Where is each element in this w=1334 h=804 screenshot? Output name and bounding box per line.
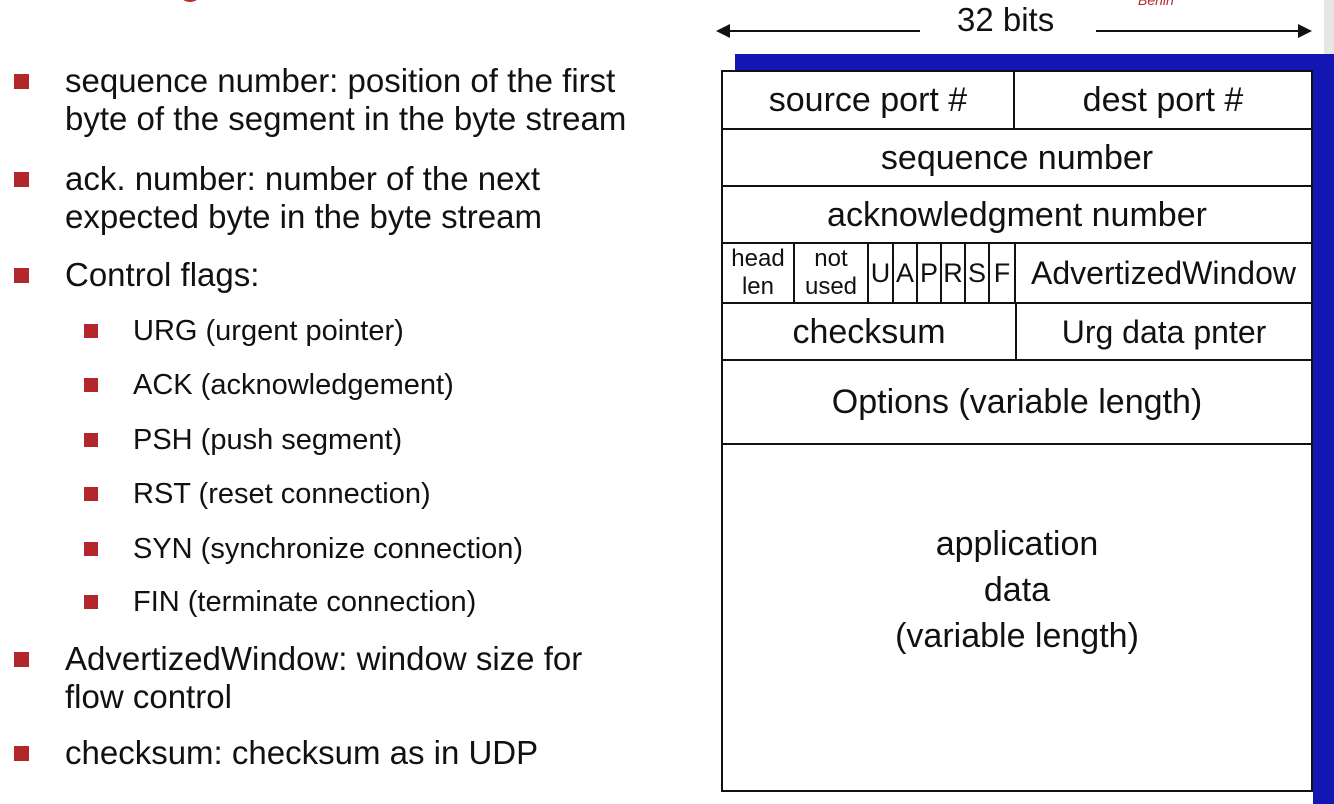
field-options: Options (variable length) (831, 383, 1203, 421)
field-sequence-number: sequence number (880, 138, 1154, 177)
bullet-text: checksum: checksum as in UDP (65, 734, 539, 771)
width-arrow-line-left (726, 30, 920, 32)
bullet-square-icon (84, 542, 98, 556)
bit-width-label: 32 bits (957, 1, 1055, 38)
width-arrow-line-right (1096, 30, 1302, 32)
bullet-text: ack. number: number of the next expected… (65, 160, 542, 235)
bullet-square-icon (84, 487, 98, 501)
bullet-text: sequence number: position of the first b… (65, 62, 627, 137)
bullet-text: ACK (acknowledgement) (133, 369, 454, 401)
title-glyph (178, 0, 202, 2)
field-urg-pointer: Urg data pnter (1061, 313, 1267, 350)
bullet-square-icon (84, 595, 98, 609)
field-checksum: checksum (723, 304, 1017, 359)
field-application-data: application data (variable length) (895, 525, 1139, 655)
field-not-used: not used (795, 244, 869, 302)
bullet-text: Control flags: (65, 256, 260, 293)
bullet-square-icon (84, 378, 98, 392)
bullet-square-icon (14, 172, 29, 187)
field-source-port: source port # (723, 72, 1015, 128)
bullet-square-icon (14, 652, 29, 667)
bullet-square-icon (84, 324, 98, 338)
bullet-square-icon (14, 746, 29, 761)
logo-text: Berlin (1138, 0, 1174, 8)
bullet-list: sequence number: position of the first b… (14, 62, 627, 771)
bullet-text: PSH (push segment) (133, 424, 403, 456)
bullet-square-icon (84, 433, 98, 447)
field-advertized-window: AdvertizedWindow (1031, 255, 1296, 291)
flag-psh: P (918, 244, 942, 302)
title-fragment (176, 0, 206, 2)
flag-urg: U (869, 244, 894, 302)
bullet-square-icon (14, 74, 29, 89)
row-options: Options (variable length) (723, 361, 1311, 445)
bullet-text: AdvertizedWindow: window size for flow c… (65, 640, 583, 715)
field-dest-port: dest port # (1082, 81, 1244, 119)
row-ports: source port # dest port # (723, 72, 1311, 130)
segment-shadow-right (1313, 54, 1334, 804)
flag-fin: F (990, 244, 1016, 302)
flag-ack: A (894, 244, 918, 302)
row-flags: head len not used U A P R S F Advertized… (723, 244, 1311, 304)
bullet-text: FIN (terminate connection) (133, 586, 477, 618)
bullet-text: URG (urgent pointer) (133, 315, 404, 347)
flag-syn: S (966, 244, 990, 302)
arrow-right-icon (1298, 24, 1312, 38)
field-ack-number: acknowledgment number (827, 195, 1207, 234)
bullet-text: SYN (synchronize connection) (133, 533, 524, 565)
arrow-left-icon (716, 24, 730, 38)
row-checksum: checksum Urg data pnter (723, 304, 1311, 361)
segment-shadow-top (735, 54, 1334, 72)
tcp-segment-diagram: source port # dest port # sequence numbe… (721, 70, 1313, 792)
row-application-data: application data (variable length) (723, 445, 1311, 790)
row-sequence: sequence number (723, 130, 1311, 187)
row-ack: acknowledgment number (723, 187, 1311, 244)
flag-rst: R (942, 244, 966, 302)
bullet-text: RST (reset connection) (133, 478, 431, 510)
bullet-square-icon (14, 268, 29, 283)
field-head-len: head len (723, 244, 795, 302)
